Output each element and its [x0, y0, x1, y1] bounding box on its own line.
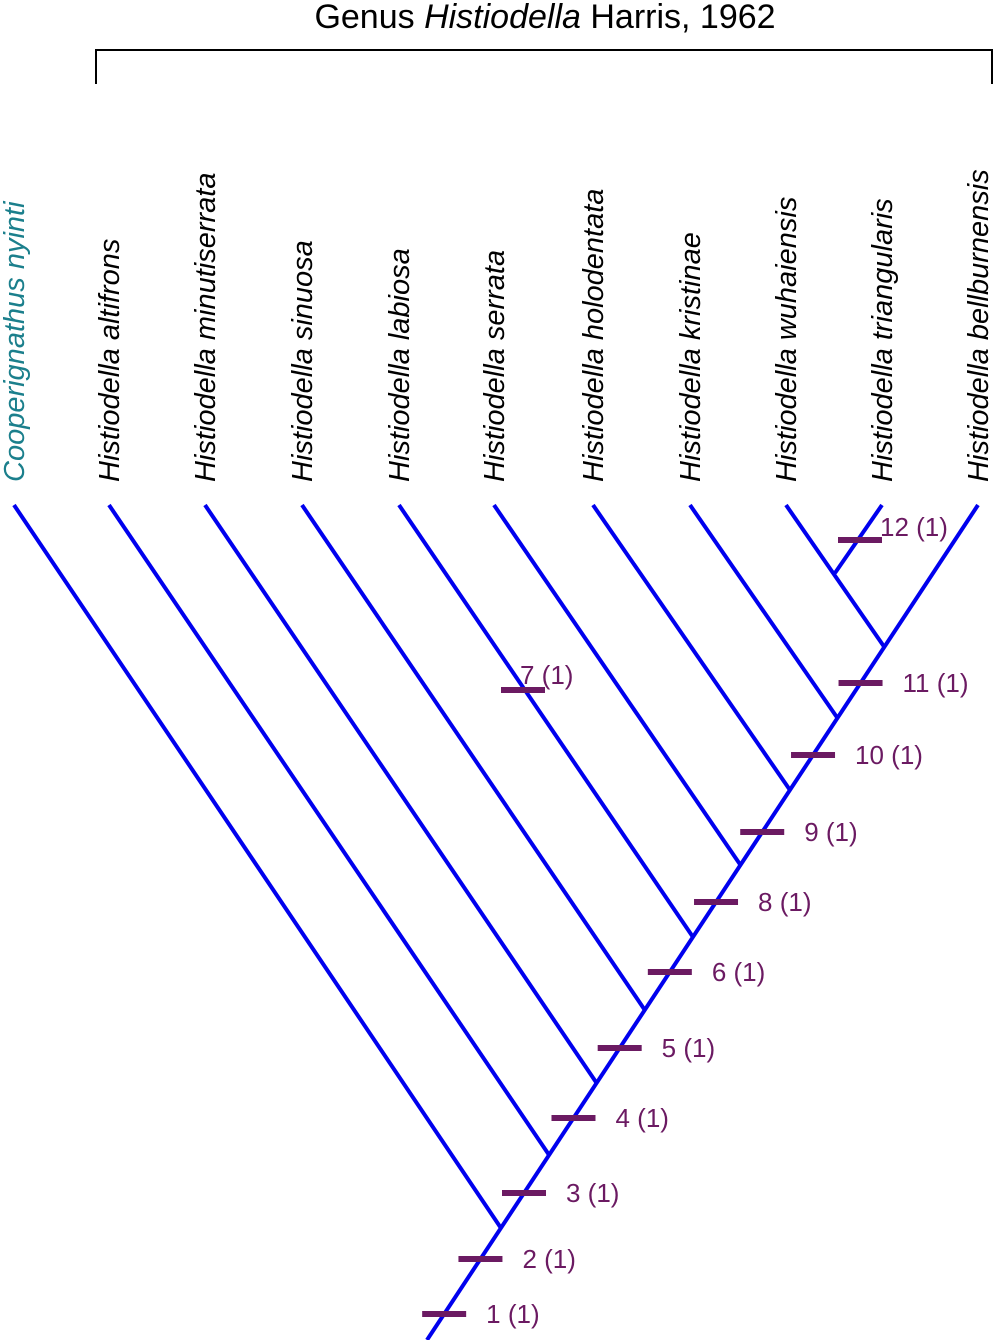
character-label-11: 11 (1) — [903, 668, 969, 698]
taxon-label-10: Histiodella bellburnensis — [963, 169, 995, 482]
taxon-name: Histiodella altifrons — [94, 239, 126, 482]
taxon-label-6: Histiodella holodentata — [578, 189, 610, 482]
branch-serrata — [492, 503, 743, 867]
taxon-name: Histiodella wuhaiensis — [771, 197, 803, 482]
taxon-name: Histiodella minutiserrata — [190, 173, 222, 482]
taxon-label-3: Histiodella sinuosa — [287, 240, 319, 482]
character-label-4: 4 (1) — [615, 1103, 668, 1133]
taxon-name: Histiodella labiosa — [384, 248, 416, 482]
character-label-2: 2 (1) — [522, 1244, 575, 1274]
taxon-labels-group: Cooperignathus nyinti Histiodella altifro… — [0, 169, 995, 482]
taxon-name: Histiodella holodentata — [578, 189, 610, 482]
title-prefix: Genus — [314, 0, 424, 36]
taxon-label-1: Histiodella altifrons — [94, 239, 126, 482]
taxon-label-0: Cooperignathus nyinti — [0, 200, 31, 482]
branch-cooperignathus-nyinti — [12, 503, 503, 1230]
branch-minutiserrata — [203, 503, 599, 1085]
branch-trunk-bellburnensis — [425, 503, 980, 1340]
character-label-10: 10 (1) — [855, 740, 923, 770]
branch-labiosa — [397, 503, 695, 939]
taxon-name: Histiodella kristinae — [675, 232, 707, 482]
genus-bracket — [95, 49, 993, 84]
taxon-label-9: Histiodella triangularis — [867, 198, 899, 482]
taxon-name: Cooperignathus nyinti — [0, 200, 31, 482]
branches-group — [12, 503, 980, 1340]
character-label-12: 12 (1) — [880, 512, 948, 542]
taxon-name: Histiodella bellburnensis — [963, 169, 995, 482]
character-label-1: 1 (1) — [486, 1299, 539, 1329]
title-genus: Histiodella — [424, 0, 581, 36]
taxon-name: Histiodella triangularis — [867, 198, 899, 482]
branch-altifrons — [107, 503, 551, 1157]
character-label-7: 7 (1) — [520, 660, 573, 690]
character-label-6: 6 (1) — [712, 957, 765, 987]
genus-title: Genus Histiodella Harris, 1962 — [314, 0, 775, 36]
branch-kristinae — [688, 503, 840, 720]
branch-wuhaiensis — [784, 503, 886, 649]
character-label-9: 9 (1) — [804, 817, 857, 847]
taxon-label-7: Histiodella kristinae — [675, 232, 707, 482]
taxon-name: Histiodella serrata — [479, 250, 511, 482]
taxon-label-5: Histiodella serrata — [479, 250, 511, 482]
taxon-label-2: Histiodella minutiserrata — [190, 173, 222, 482]
taxon-label-8: Histiodella wuhaiensis — [771, 197, 803, 482]
character-marks-group: 1 (1) 2 (1) 3 (1) 4 (1) 5 (1) 6 (1) 8 (1) 9 (1)… — [422, 512, 969, 1329]
branch-holodentata — [591, 503, 792, 792]
character-label-8: 8 (1) — [758, 887, 811, 917]
taxon-label-4: Histiodella labiosa — [384, 248, 416, 482]
character-label-3: 3 (1) — [566, 1178, 619, 1208]
title-suffix: Harris, 1962 — [581, 0, 776, 36]
taxon-name: Histiodella sinuosa — [287, 240, 319, 482]
character-label-5: 5 (1) — [662, 1033, 715, 1063]
branch-sinuosa — [300, 503, 647, 1012]
